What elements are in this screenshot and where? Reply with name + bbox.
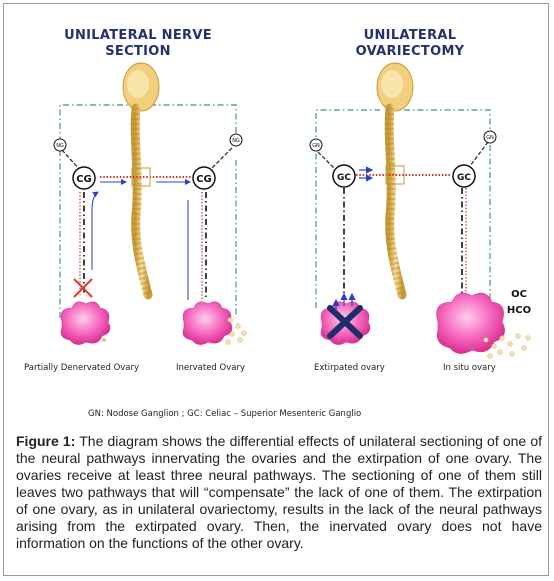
nodose-ganglion-left: NG [53,138,67,152]
caption-text: The diagram shows the differential effec… [16,433,542,551]
panel-right-title-line1: UNILATERAL [363,28,457,43]
nodose-label: GN [312,143,320,149]
nerve-section-cross [73,278,93,298]
extirpated-ovary-label: Extirpated ovary [314,363,385,373]
ganglion-label: CG [76,174,92,185]
panel-left-title-line1: UNILATERAL NERVE [64,28,212,43]
panel-right-title-line2: OVARIECTOMY [355,44,465,59]
left-ovary-partially-denervated [60,301,111,345]
nodose-label: GN [486,135,494,141]
diagram-canvas: CG CG NG NG [53,62,531,359]
right-ovary-innervated [182,301,247,345]
left-ganglion-left: CG [72,166,96,190]
right-panel-diagram: OC HCO GC GC GN GN [309,62,531,359]
nodose-ganglion-right-2: GN [483,130,497,144]
spine-illustration-left [122,62,160,300]
figure-frame [3,3,549,576]
partially-denervated-ovary-label: Partially Denervated Ovary [24,363,140,373]
caption-label: Figure 1: [16,433,76,449]
panel-left-title: UNILATERAL NERVE SECTION [48,28,228,60]
panel-left-title-line2: SECTION [105,44,171,59]
innervated-ovary-label: Inervated Ovary [176,363,245,373]
right-ganglion-right: GC [452,164,476,188]
nodose-label: NG [232,138,240,144]
oc-label: OC [511,289,527,300]
nodose-ganglion-right: NG [229,133,243,147]
left-vagal-path [59,104,237,318]
ganglion-label: GC [457,173,471,183]
abbreviation-legend: GN: Nodose Ganglion ; GC: Celiac – Super… [88,409,362,419]
extirpated-ovary [320,292,371,345]
ganglion-label: GC [337,173,351,183]
left-panel-diagram: CG CG NG NG [53,62,247,345]
nodose-ganglion-left-2: GN [309,138,323,152]
hco-label: HCO [507,305,531,316]
right-ganglion-left: GC [332,164,356,188]
spine-illustration-right [376,62,414,300]
panel-right-title: UNILATERAL OVARIECTOMY [330,28,490,60]
in-situ-ovary: OC HCO [436,289,531,359]
left-ganglion-right: CG [192,166,216,190]
ganglion-label: CG [196,174,212,185]
in-situ-ovary-label: In situ ovary [443,363,496,373]
figure-caption: Figure 1: The diagram shows the differen… [16,433,542,552]
nodose-label: NG [56,143,64,149]
